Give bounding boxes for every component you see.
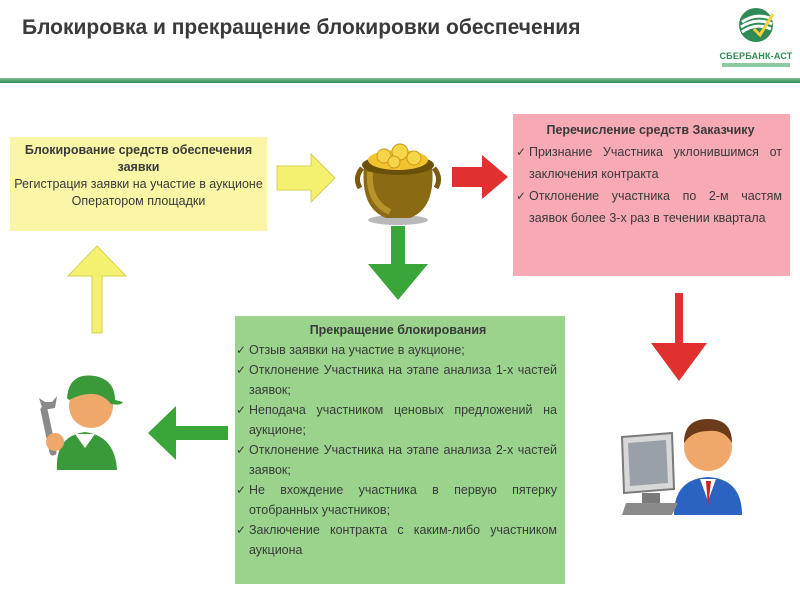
transfer-box: Перечисление средств Заказчику ✓Признани… [513, 114, 790, 276]
arrow-right-yellow [276, 152, 336, 204]
checkmark-icon: ✓ [236, 403, 247, 417]
stop-item: ✓Отклонение Участника на этапе анализа 1… [236, 360, 557, 400]
sberbank-logo-icon [739, 8, 775, 42]
logo-tagline-bar [722, 63, 790, 67]
worker-wrench-icon [39, 375, 123, 470]
arrow-up-yellow [66, 245, 128, 334]
stop-item: ✓Не вхождение участника в первую пятерку… [236, 480, 557, 520]
checkmark-icon: ✓ [236, 343, 247, 357]
arrow-down-green [368, 226, 428, 300]
blocking-title: Блокирование средств обеспечения заявки [24, 143, 253, 174]
checkmark-icon: ✓ [236, 443, 247, 457]
gold-pot-icon [354, 143, 442, 225]
logo-name: СБЕРБАНК-АСТ [719, 51, 793, 61]
sberbank-logo: СБЕРБАНК-АСТ [716, 6, 796, 72]
stop-item: ✓Отзыв заявки на участие в аукционе; [236, 340, 557, 360]
stop-item: ✓Неподача участником ценовых предложений… [236, 400, 557, 440]
stop-item: ✓Заключение контракта с каким-либо участ… [236, 520, 557, 560]
office-worker-computer-icon [620, 419, 742, 515]
checkmark-icon: ✓ [516, 189, 527, 203]
checkmark-icon: ✓ [236, 483, 247, 497]
transfer-item: ✓Отклонение участника по 2-м частям заяв… [516, 185, 782, 229]
arrow-left-green [148, 406, 228, 460]
header-divider [0, 78, 800, 83]
stop-title: Прекращение блокирования [309, 323, 487, 337]
page-title: Блокировка и прекращение блокировки обес… [22, 16, 581, 39]
stop-item: ✓Отклонение Участника на этапе анализа 2… [236, 440, 557, 480]
transfer-item: ✓Признание Участника уклонившимся от зак… [516, 141, 782, 185]
checkmark-icon: ✓ [516, 145, 527, 159]
checkmark-icon: ✓ [236, 523, 247, 537]
blocking-text: Регистрация заявки на участие в аукционе… [14, 177, 263, 208]
arrow-right-red [452, 155, 508, 199]
stop-blocking-box: Прекращение блокирования ✓Отзыв заявки н… [235, 316, 565, 584]
arrow-down-red [651, 293, 707, 381]
blocking-box: Блокирование средств обеспечения заявки … [10, 137, 267, 231]
checkmark-icon: ✓ [236, 363, 247, 377]
transfer-title: Перечисление средств Заказчику [546, 123, 755, 137]
